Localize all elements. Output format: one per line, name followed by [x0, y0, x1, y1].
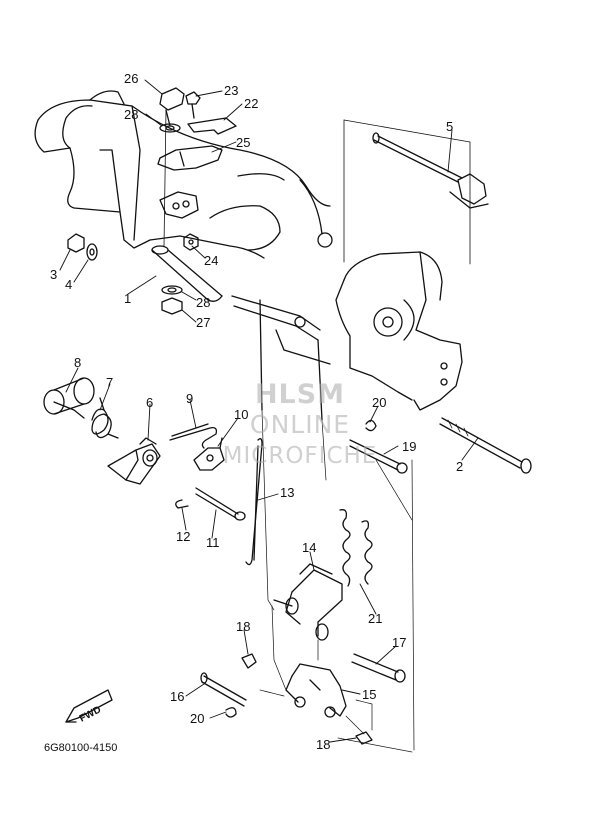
part-9-clip — [169, 423, 218, 449]
reference-frame-upper — [343, 119, 471, 265]
part-number-10: 10 — [234, 407, 249, 422]
part-number-13: 13 — [280, 485, 295, 500]
watermark-line-2: ONLINE — [249, 410, 351, 439]
part-number-20-right: 20 — [372, 395, 387, 410]
part-number-24: 24 — [204, 253, 219, 268]
part-number-28-upper: 28 — [124, 107, 139, 122]
part-5-shaft — [372, 132, 489, 209]
part-number-14: 14 — [302, 540, 317, 555]
part-number-1: 1 — [124, 291, 132, 306]
part-2-bolt — [439, 417, 532, 474]
upper-hardware-stack — [157, 87, 237, 247]
part-number-17: 17 — [392, 635, 407, 650]
part-1-tube — [151, 245, 223, 302]
part-19-20-pin-clip — [349, 419, 408, 474]
part-number-25: 25 — [236, 135, 251, 150]
assembly-reference-lines — [259, 409, 415, 753]
part-3-4-nut-washer — [67, 233, 98, 261]
part-18-clips — [241, 653, 373, 745]
part-number-18-upper: 18 — [236, 619, 251, 634]
part-27-28-nut-washer — [161, 285, 183, 315]
part-number-20-lower: 20 — [190, 711, 205, 726]
watermark-line-1: HLSM — [254, 379, 346, 410]
part-14-stay — [273, 563, 343, 641]
swivel-bracket — [231, 295, 331, 421]
part-number-3: 3 — [50, 267, 58, 282]
clamp-bracket-right — [335, 251, 463, 411]
part-6-lever — [107, 437, 161, 485]
part-24-nut — [183, 233, 199, 251]
catalog-code: 6G80100-4150 — [44, 742, 118, 754]
leader-lines — [59, 79, 479, 743]
part-number-15: 15 — [362, 687, 377, 702]
part-number-8: 8 — [74, 355, 82, 370]
part-number-27: 27 — [196, 315, 211, 330]
part-number-2: 2 — [456, 459, 464, 474]
part-number-16: 16 — [170, 689, 185, 704]
part-21-springs — [339, 509, 373, 587]
part-number-6: 6 — [146, 395, 154, 410]
part-number-4: 4 — [65, 277, 73, 292]
part-13-rod — [245, 438, 263, 566]
part-number-23: 23 — [224, 83, 239, 98]
part-number-7: 7 — [106, 375, 114, 390]
part-number-9: 9 — [186, 391, 194, 406]
part-15-bracket — [285, 663, 347, 718]
part-number-28-lower: 28 — [196, 295, 211, 310]
part-11-pin — [175, 487, 246, 521]
part-number-11: 11 — [206, 535, 220, 550]
part-number-5: 5 — [446, 119, 454, 134]
part-number-22: 22 — [244, 96, 259, 111]
part-number-19: 19 — [402, 439, 417, 454]
part-number-12: 12 — [176, 529, 191, 544]
part-number-18-lower: 18 — [316, 737, 331, 752]
part-number-26: 26 — [124, 71, 139, 86]
part-8-bushing — [43, 377, 95, 419]
part-number-21: 21 — [368, 611, 383, 626]
part-17-bushing — [351, 653, 406, 683]
part-16-20-pin-clip — [200, 672, 247, 718]
fwd-arrow-icon — [65, 689, 113, 723]
part-10-bracket — [193, 437, 225, 471]
clamp-bracket-left — [34, 90, 333, 259]
watermark-line-3: MICROFICHE — [222, 443, 378, 469]
